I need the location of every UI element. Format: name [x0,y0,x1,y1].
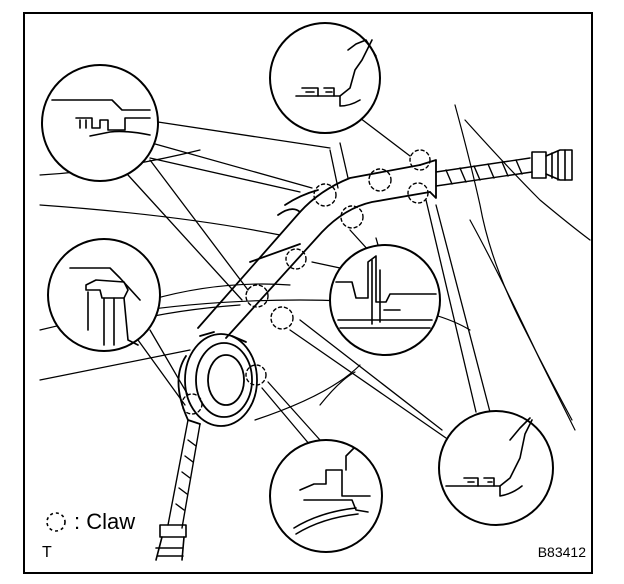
claw-circle [270,306,294,330]
claw-circle [181,393,203,415]
claw-circle [368,168,392,192]
corner-mark: T [42,544,52,561]
dashed-circle-icon [46,512,66,532]
detail-circle-bottom-right [438,410,554,526]
claw-circle [245,364,267,386]
braided-cable-right [435,157,533,187]
grommet-icon [177,331,258,427]
legend-label: : Claw [74,509,136,534]
detail-circle-upper-left [41,64,159,182]
claw-circle [285,248,307,270]
braided-cable-lower [167,419,201,529]
leader-lines [127,117,491,446]
detail-circle-bottom-center [269,439,383,553]
connector-right-icon [531,149,573,181]
claw-circle [409,149,431,171]
detail-circle-top [269,22,381,134]
claw-marks [181,149,431,415]
detail-circle-right-middle [329,244,441,356]
claw-circle [340,205,364,229]
detail-circle-left-middle [47,238,161,352]
connector-lower-icon [155,524,187,561]
claw-circle [245,284,269,308]
figure-code: B83412 [537,544,586,560]
claw-legend: : Claw [44,509,135,535]
claw-circle [407,182,429,204]
claw-circle [313,183,337,207]
figure-frame [23,12,593,574]
harness-trunk [197,159,437,339]
